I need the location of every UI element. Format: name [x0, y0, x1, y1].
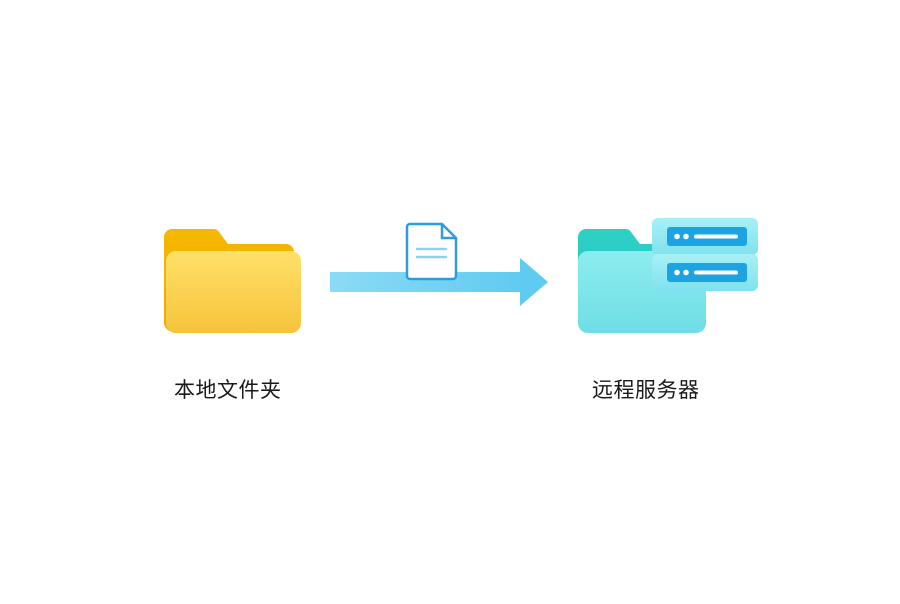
- server-unit-icon: [652, 218, 758, 255]
- server-unit-icon: [652, 254, 758, 291]
- folder-icon: [164, 229, 301, 333]
- server-folder-icon: [578, 218, 758, 333]
- document-icon: [405, 222, 458, 281]
- local-folder-label: 本地文件夹: [174, 378, 282, 402]
- transfer-arrow-icon: [330, 258, 548, 306]
- remote-server-label: 远程服务器: [592, 378, 700, 402]
